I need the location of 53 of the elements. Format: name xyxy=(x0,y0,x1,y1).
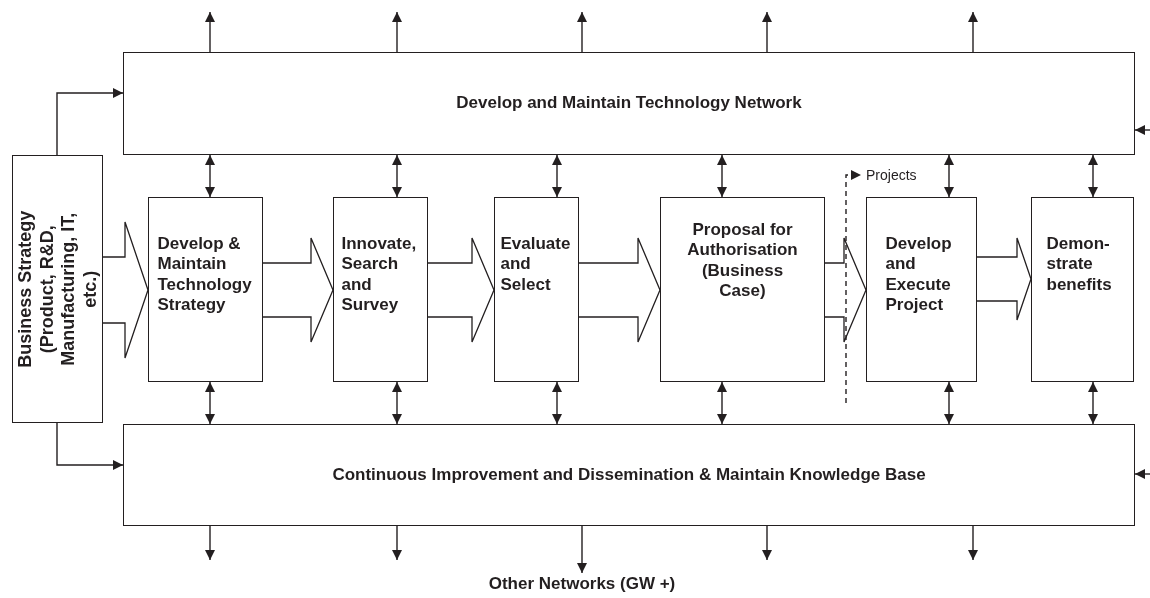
arrow xyxy=(56,88,124,156)
double-arrow xyxy=(1088,154,1098,198)
node-text: Continuous Improvement and Dissemination & Maintain Knowledge Base xyxy=(331,464,927,486)
process-box xyxy=(333,197,428,382)
double-arrow xyxy=(552,381,562,425)
arrow xyxy=(577,525,587,574)
process-band xyxy=(123,52,1135,155)
double-arrow xyxy=(392,154,402,198)
node-text: Develop and Execute Project xyxy=(885,234,953,316)
node-text: Business Strategy (Product, R&D, Manufacturing, IT, etc.) xyxy=(14,209,101,370)
double-arrow xyxy=(944,381,954,425)
arrow xyxy=(762,11,772,53)
process-band xyxy=(123,424,1135,526)
node-text: Innovate, Search and Survey xyxy=(341,234,418,316)
node-text: Demon- strate benefits xyxy=(1046,234,1113,296)
block-arrow xyxy=(262,237,334,343)
arrow xyxy=(762,525,772,561)
arrow xyxy=(392,525,402,561)
double-arrow xyxy=(1088,381,1098,425)
block-arrow xyxy=(102,221,149,359)
double-arrow xyxy=(392,381,402,425)
block-arrow xyxy=(824,237,867,343)
arrow xyxy=(56,422,124,470)
process-box xyxy=(148,197,263,382)
double-arrow xyxy=(205,381,215,425)
double-arrow xyxy=(717,154,727,198)
arrow xyxy=(968,525,978,561)
node-text: Develop and Maintain Technology Network xyxy=(455,93,803,114)
arrow xyxy=(205,11,215,53)
double-arrow xyxy=(944,154,954,198)
annotation-text: Other Networks (GW +) xyxy=(470,573,694,595)
arrow xyxy=(968,11,978,53)
double-arrow xyxy=(552,154,562,198)
process-box xyxy=(494,197,579,382)
arrow xyxy=(205,525,215,561)
block-arrow xyxy=(427,237,495,343)
strategy-box xyxy=(12,155,103,423)
block-arrow xyxy=(976,237,1032,321)
dashed-arrow xyxy=(845,170,862,404)
node-text: Develop & Maintain Technology Strategy xyxy=(157,234,253,316)
double-arrow xyxy=(717,381,727,425)
arrow xyxy=(577,11,587,53)
arrow xyxy=(1134,469,1150,479)
node-text: Proposal for Authorisation (Business Case) xyxy=(686,220,799,302)
process-box xyxy=(660,197,825,382)
arrow xyxy=(392,11,402,53)
process-box xyxy=(866,197,977,382)
double-arrow xyxy=(205,154,215,198)
process-box xyxy=(1031,197,1134,382)
node-text: Evaluate and Select xyxy=(500,234,572,296)
arrow xyxy=(1134,125,1150,135)
block-arrow xyxy=(578,237,661,343)
annotation-text: Projects xyxy=(861,165,941,185)
